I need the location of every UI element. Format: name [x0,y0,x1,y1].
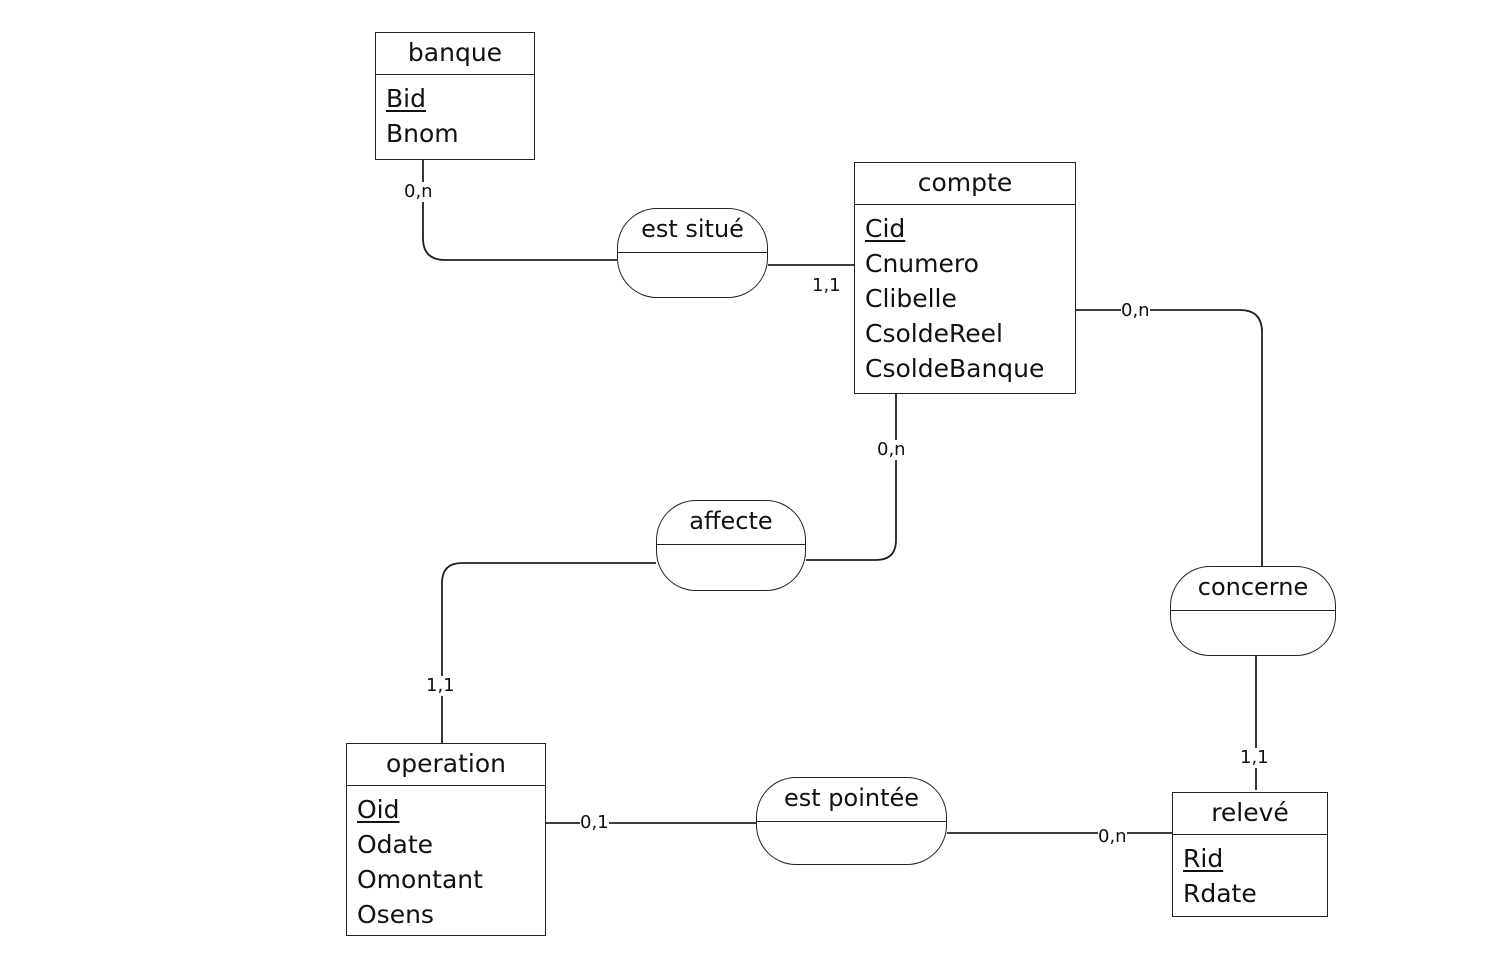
attribute-cid: Cid [865,214,906,243]
attribute-omontant: Omontant [357,865,483,894]
cardinality-operation-est-pointee: 0,1 [580,812,609,833]
cardinality-releve-est-pointee: 0,n [1098,826,1127,847]
attribute-clibelle: Clibelle [865,284,957,313]
entity-banque-title: banque [376,33,534,75]
attribute-odate: Odate [357,830,434,859]
cardinality-releve-concerne: 1,1 [1240,747,1269,768]
relation-est-pointee-label: est pointée [757,778,946,822]
link-banque-est-situe [422,160,617,261]
entity-banque: banque Bid Bnom [375,32,535,160]
cardinality-banque-est-situe: 0,n [404,181,433,202]
relation-affecte: affecte [656,500,806,591]
attribute-rid: Rid [1183,844,1224,873]
relation-concerne: concerne [1170,566,1336,656]
cardinality-compte-affecte: 0,n [877,439,906,460]
relation-concerne-label: concerne [1171,567,1335,611]
attribute-csoldereel: CsoldeReel [865,319,1003,348]
link-compte-affecte [806,393,897,561]
relation-est-pointee: est pointée [756,777,947,865]
link-affecte-operation [441,562,656,743]
relation-est-situe: est situé [617,208,768,298]
attribute-oid: Oid [357,795,400,824]
cardinality-compte-est-situe: 1,1 [812,275,841,296]
entity-releve: relevé Rid Rdate [1172,792,1328,917]
attribute-csoldebanque: CsoldeBanque [865,354,1045,383]
attribute-rdate: Rdate [1183,879,1257,908]
cardinality-compte-concerne: 0,n [1121,300,1150,321]
relation-est-situe-label: est situé [618,209,767,253]
attribute-cnumero: Cnumero [865,249,979,278]
link-compte-concerne [1074,309,1263,566]
entity-compte: compte Cid Cnumero Clibelle CsoldeReel C… [854,162,1076,394]
attribute-bnom: Bnom [386,119,459,148]
entity-compte-title: compte [855,163,1075,205]
entity-operation: operation Oid Odate Omontant Osens [346,743,546,936]
entity-operation-title: operation [347,744,545,786]
relation-affecte-label: affecte [657,501,805,545]
attribute-bid: Bid [386,84,426,113]
entity-releve-title: relevé [1173,793,1327,835]
cardinality-operation-affecte: 1,1 [426,675,455,696]
attribute-osens: Osens [357,900,434,929]
